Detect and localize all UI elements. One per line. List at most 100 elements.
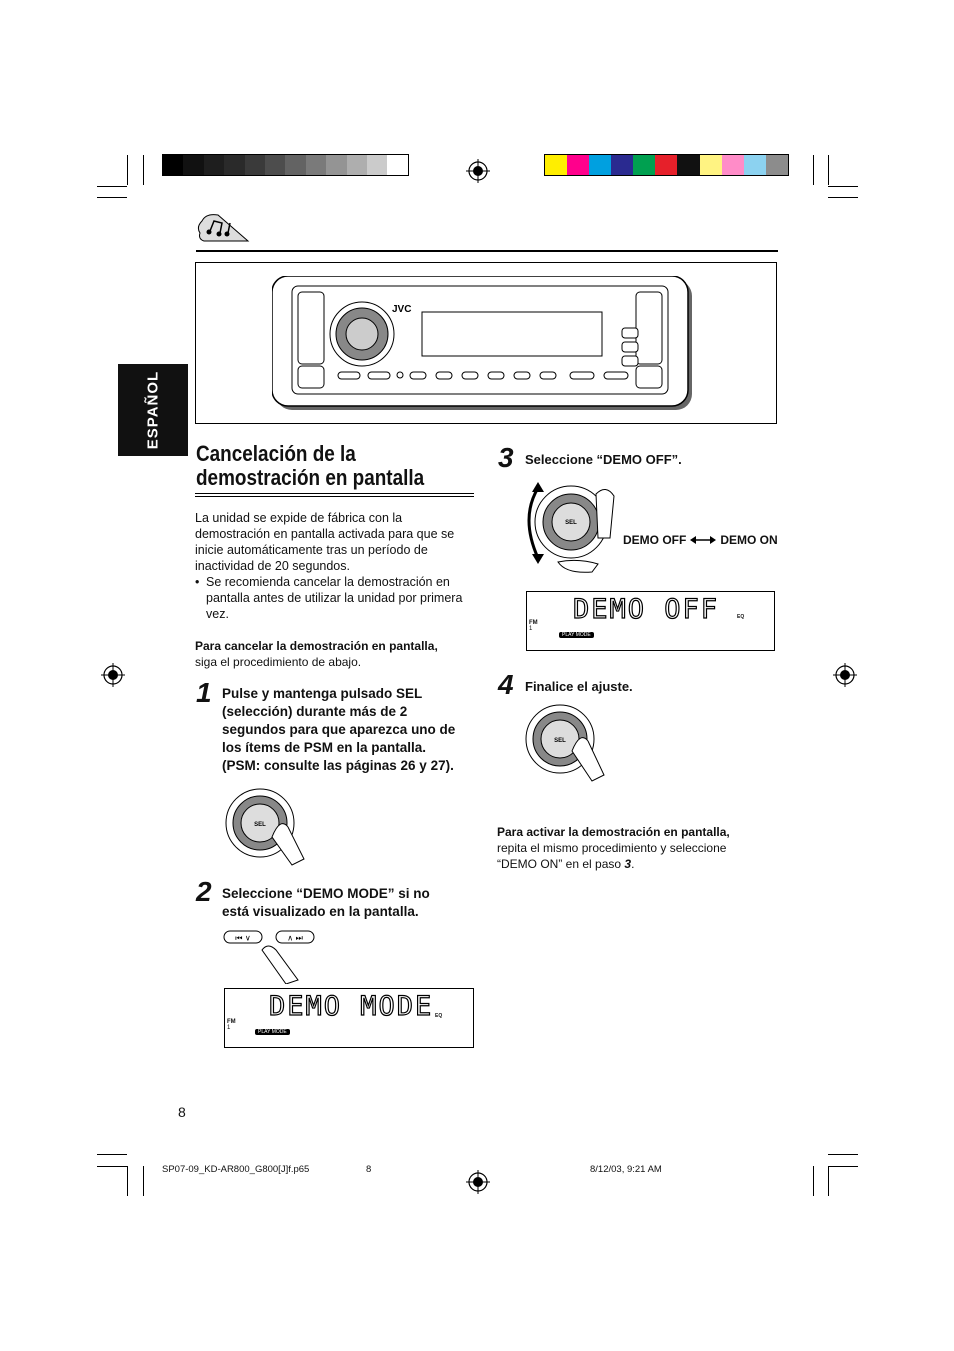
knob-label: SEL: [554, 738, 566, 744]
text-line: demostración en pantalla activada para q…: [195, 527, 455, 541]
gray-swatch: [244, 155, 266, 175]
lcd-eq: EQ: [435, 1013, 443, 1019]
title-underline: [195, 493, 474, 494]
registration-mark-icon: [466, 159, 490, 183]
gray-swatch: [203, 155, 225, 175]
gray-swatch: [265, 155, 286, 175]
demo-toggle-label: DEMO OFF DEMO ON: [623, 533, 778, 547]
gray-swatch: [367, 155, 388, 175]
step-3-text: Seleccione “DEMO OFF”.: [525, 451, 785, 469]
text-line: Finalice el ajuste.: [525, 679, 633, 694]
registration-mark-icon: [466, 1170, 490, 1194]
svg-text:⏮ ∨: ⏮ ∨: [235, 934, 251, 943]
step-reference: 3: [624, 857, 632, 871]
activate-heading: Para activar la demostración en pantalla…: [497, 825, 730, 839]
activate-note: Para activar la demostración en pantalla…: [497, 824, 777, 872]
color-swatch: [743, 155, 766, 175]
text-line: Seleccione “DEMO OFF”.: [525, 452, 682, 467]
seek-buttons-illustration: ⏮ ∨ ∧ ⏭: [223, 930, 315, 984]
text-line: Se recomienda cancelar la demostración e…: [206, 575, 450, 589]
text-line: está visualizado en la pantalla.: [222, 904, 419, 919]
bullet-icon: •: [195, 575, 200, 589]
step-1-text: Pulse y mantenga pulsado SEL (selección)…: [222, 685, 482, 775]
text-line: segundos para que aparezca uno de: [222, 722, 456, 737]
toggle-right: DEMO ON: [720, 533, 778, 547]
knob-label: SEL: [254, 822, 266, 828]
intro-paragraph: La unidad se expide de fábrica con la de…: [195, 510, 485, 574]
color-calibration-bar: [544, 154, 789, 176]
color-swatch: [567, 155, 590, 175]
text-line: “DEMO ON” en el paso 3.: [497, 856, 777, 872]
language-tab: ESPAÑOL: [118, 364, 188, 456]
step-number: 3: [498, 442, 514, 473]
svg-text:∧ ⏭: ∧ ⏭: [287, 934, 303, 943]
sel-knob-press-illustration: SEL: [525, 704, 605, 782]
step-2-text: Seleccione “DEMO MODE” si no está visual…: [222, 885, 482, 921]
language-tab-label: ESPAÑOL: [144, 370, 162, 450]
bullet-paragraph: • Se recomienda cancelar la demostración …: [195, 574, 485, 622]
text-line: inicie automáticamente tras un período d…: [195, 543, 428, 557]
gray-swatch: [346, 155, 368, 175]
section-title: Cancelación de la demostración en pantal…: [196, 442, 474, 490]
gray-swatch: [224, 155, 245, 175]
registration-mark-icon: [101, 663, 125, 687]
registration-mark-icon: [833, 663, 857, 687]
color-swatch: [545, 155, 568, 175]
color-swatch: [655, 155, 678, 175]
lcd-play-mode: PLAY MODE: [255, 1029, 290, 1035]
gray-swatch: [326, 155, 347, 175]
text-segment: “DEMO ON” en el paso: [497, 857, 622, 871]
gray-swatch: [285, 155, 306, 175]
header-rule: [196, 250, 778, 252]
toggle-left: DEMO OFF: [623, 533, 687, 547]
lcd-channel: 1: [529, 626, 533, 632]
brand-logo: JVC: [392, 304, 411, 315]
color-swatch: [589, 155, 612, 175]
cancel-heading: Para cancelar la demostración en pantall…: [195, 639, 438, 653]
title-line: Cancelación de la: [196, 441, 356, 466]
color-swatch: [721, 155, 744, 175]
cancel-note: Para cancelar la demostración en pantall…: [195, 638, 485, 670]
step-number: 4: [498, 669, 514, 700]
music-notes-icon: [197, 214, 250, 242]
lcd-band: FM: [227, 1019, 236, 1025]
color-swatch: [765, 155, 788, 175]
page-number: 8: [178, 1104, 186, 1120]
text-segment: .: [631, 857, 635, 871]
text-line: repita el mismo procedimiento y seleccio…: [497, 841, 727, 855]
step-4-text: Finalice el ajuste.: [525, 678, 785, 696]
footer-filename: SP07-09_KD-AR800_G800[J]f.p65: [162, 1164, 310, 1175]
text-line: los ítems de PSM en la pantalla.: [222, 740, 427, 755]
footer-date: 8/12/03, 9:21 AM: [590, 1164, 662, 1175]
text-line: pantalla antes de utilizar la unidad por…: [206, 591, 463, 605]
step-number: 2: [196, 876, 212, 907]
lcd-demo-off: DEMO OFF FM 1 PLAY MODE EQ: [526, 591, 775, 651]
gray-calibration-bar: [162, 154, 409, 176]
text-line: vez.: [206, 607, 229, 621]
text-line: (PSM: consulte las páginas 26 y 27).: [222, 758, 454, 773]
lcd-main-text: DEMO MODE: [268, 990, 434, 1022]
text-line: (selección) durante más de 2: [222, 704, 408, 719]
title-line: demostración en pantalla: [196, 465, 425, 490]
car-radio-illustration: JVC: [272, 276, 692, 410]
knob-label: SEL: [565, 520, 577, 526]
lcd-demo-mode: DEMO MODE FM 1 PLAY MODE EQ: [224, 988, 474, 1048]
title-underline: [195, 496, 474, 497]
text-line: La unidad se expide de fábrica con la: [195, 511, 403, 525]
color-swatch: [611, 155, 634, 175]
gray-swatch: [305, 155, 327, 175]
lcd-eq: EQ: [737, 614, 745, 620]
gray-swatch: [183, 155, 204, 175]
sel-knob-press-illustration: SEL: [225, 788, 305, 866]
sel-knob-rotate-illustration: SEL: [527, 482, 615, 573]
text-line: Pulse y mantenga pulsado SEL: [222, 686, 423, 701]
lcd-main-text: DEMO OFF: [572, 593, 720, 625]
color-swatch: [633, 155, 656, 175]
lcd-play-mode: PLAY MODE: [559, 632, 594, 638]
lcd-channel: 1: [227, 1025, 231, 1031]
lcd-band: FM: [529, 620, 538, 626]
text-line: Seleccione “DEMO MODE” si no: [222, 886, 430, 901]
double-arrow-icon: [690, 536, 717, 544]
radio-illustration-frame: [195, 262, 777, 424]
step-number: 1: [196, 677, 212, 708]
